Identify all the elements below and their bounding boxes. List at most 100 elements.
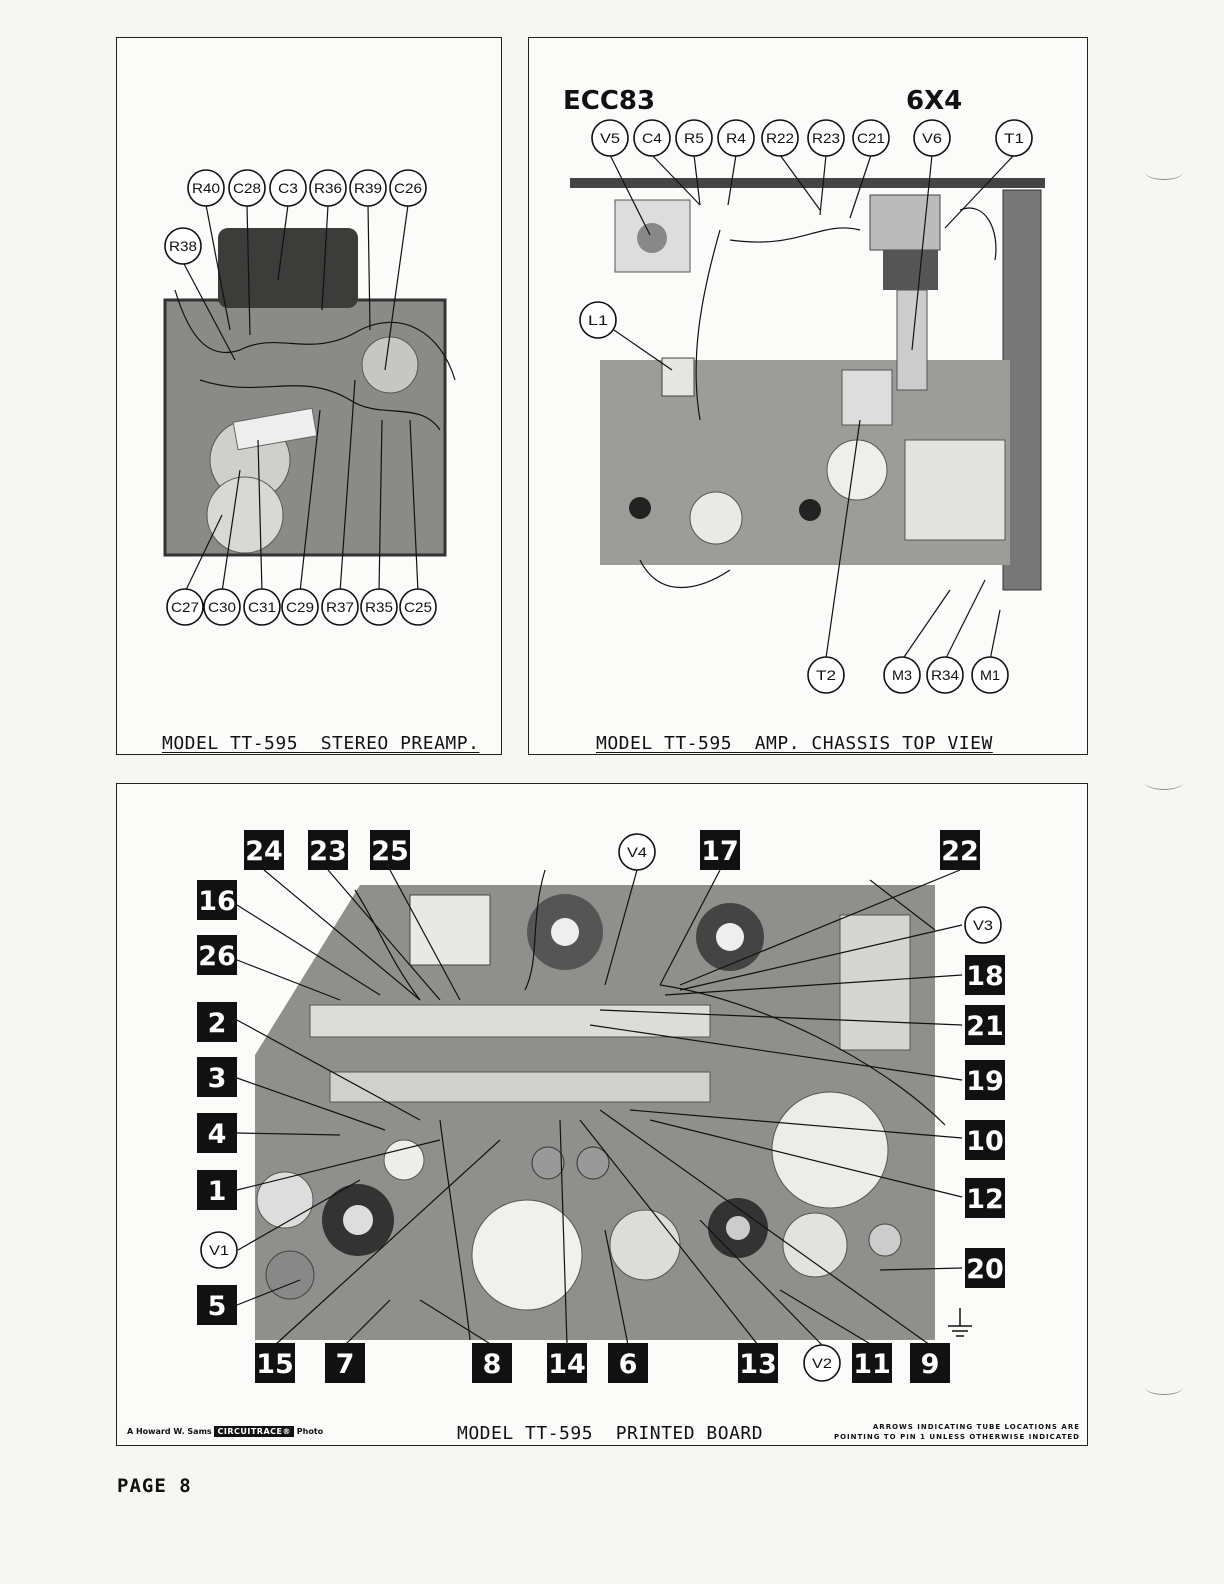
photo-credit: A Howard W. Sams CIRCUITRACE® Photo: [127, 1426, 324, 1437]
svg-text:T1: T1: [1004, 130, 1024, 146]
binder-mark: [1145, 165, 1183, 180]
svg-text:R39: R39: [354, 180, 382, 196]
svg-text:4: 4: [208, 1119, 227, 1150]
binder-mark: [1145, 775, 1183, 790]
binder-mark: [1145, 1380, 1183, 1395]
svg-text:6: 6: [619, 1349, 638, 1380]
callout-14: 14: [547, 1343, 587, 1383]
svg-text:21: 21: [966, 1011, 1004, 1042]
svg-text:R35: R35: [365, 599, 393, 615]
svg-text:R36: R36: [314, 180, 342, 196]
callout-10: 10: [965, 1120, 1005, 1160]
callout-r22: R22: [761, 119, 799, 157]
svg-text:26: 26: [198, 941, 236, 972]
tube-label-6x4: 6X4: [906, 86, 963, 116]
callout-3: 3: [197, 1057, 237, 1097]
callout-r39: R39: [349, 169, 387, 207]
svg-text:14: 14: [548, 1349, 586, 1380]
callout-m1: M1: [971, 656, 1009, 694]
svg-text:C29: C29: [286, 599, 314, 615]
svg-text:R23: R23: [812, 130, 840, 146]
callout-m3: M3: [883, 656, 921, 694]
svg-text:C26: C26: [394, 180, 422, 196]
callout-5: 5: [197, 1285, 237, 1325]
svg-text:15: 15: [256, 1349, 294, 1380]
callout-15: 15: [255, 1343, 295, 1383]
callout-r37: R37: [321, 588, 359, 626]
callout-r36: R36: [309, 169, 347, 207]
svg-text:18: 18: [966, 961, 1004, 992]
board-caption: MODEL TT-595 PRINTED BOARD: [457, 1423, 764, 1444]
svg-text:19: 19: [966, 1066, 1004, 1097]
preamp-caption: MODEL TT-595 STEREO PREAMP.: [162, 733, 480, 754]
callout-18: 18: [965, 955, 1005, 995]
svg-text:L1: L1: [588, 312, 608, 328]
callout-19: 19: [965, 1060, 1005, 1100]
svg-text:V5: V5: [600, 130, 620, 146]
svg-text:22: 22: [941, 836, 979, 867]
callout-t2: T2: [807, 656, 845, 694]
svg-text:V3: V3: [973, 917, 993, 933]
callout-16: 16: [197, 880, 237, 920]
svg-text:5: 5: [208, 1291, 227, 1322]
svg-text:C27: C27: [171, 599, 199, 615]
callout-leader-lines: [182, 154, 1015, 1346]
svg-text:R5: R5: [684, 130, 704, 146]
callout-4: 4: [197, 1113, 237, 1153]
svg-text:R22: R22: [766, 130, 794, 146]
svg-text:2: 2: [208, 1008, 227, 1039]
svg-text:12: 12: [966, 1184, 1004, 1215]
callout-12: 12: [965, 1178, 1005, 1218]
svg-text:C4: C4: [642, 130, 662, 146]
svg-text:1: 1: [208, 1176, 227, 1207]
callout-c26: C26: [389, 169, 427, 207]
callout-24: 24: [244, 830, 284, 870]
svg-text:8: 8: [483, 1349, 502, 1380]
callout-r40: R40: [187, 169, 225, 207]
callout-25: 25: [370, 830, 410, 870]
svg-text:R34: R34: [931, 667, 959, 683]
callout-8: 8: [472, 1343, 512, 1383]
callout-v1: V1: [200, 1231, 238, 1269]
callout-l1: L1: [579, 301, 617, 339]
callout-r23: R23: [807, 119, 845, 157]
callout-1: 1: [197, 1170, 237, 1210]
svg-text:M3: M3: [892, 667, 912, 683]
callout-21: 21: [965, 1005, 1005, 1045]
amp-caption: MODEL TT-595 AMP. CHASSIS TOP VIEW: [596, 733, 993, 754]
callout-r35: R35: [360, 588, 398, 626]
svg-text:R38: R38: [169, 238, 197, 254]
callout-c4: C4: [633, 119, 671, 157]
svg-text:7: 7: [336, 1349, 355, 1380]
callout-2: 2: [197, 1002, 237, 1042]
svg-text:T2: T2: [816, 667, 836, 683]
callout-c29: C29: [281, 588, 319, 626]
note-line-1: ARROWS INDICATING TUBE LOCATIONS ARE: [872, 1423, 1080, 1431]
tube-location-note: ARROWS INDICATING TUBE LOCATIONS ARE POI…: [834, 1422, 1080, 1442]
callout-v6: V6: [913, 119, 951, 157]
callout-v3: V3: [964, 906, 1002, 944]
callout-9: 9: [910, 1343, 950, 1383]
svg-text:16: 16: [198, 886, 236, 917]
svg-text:13: 13: [739, 1349, 777, 1380]
note-line-2: POINTING TO PIN 1 UNLESS OTHERWISE INDIC…: [833, 1433, 1080, 1441]
svg-text:25: 25: [371, 836, 409, 867]
callout-22: 22: [940, 830, 980, 870]
callout-r5: R5: [675, 119, 713, 157]
svg-text:C31: C31: [248, 599, 276, 615]
callout-26: 26: [197, 935, 237, 975]
callout-c28: C28: [228, 169, 266, 207]
svg-text:R40: R40: [192, 180, 220, 196]
callout-v5: V5: [591, 119, 629, 157]
callout-v4: V4: [618, 833, 656, 871]
callout-c27: C27: [166, 588, 204, 626]
page-number: PAGE 8: [117, 1475, 192, 1497]
svg-text:V1: V1: [209, 1242, 229, 1258]
callout-c3: C3: [269, 169, 307, 207]
svg-text:20: 20: [966, 1254, 1004, 1285]
credit-suffix: Photo: [296, 1427, 324, 1436]
callout-t1: T1: [995, 119, 1033, 157]
svg-text:24: 24: [245, 836, 283, 867]
